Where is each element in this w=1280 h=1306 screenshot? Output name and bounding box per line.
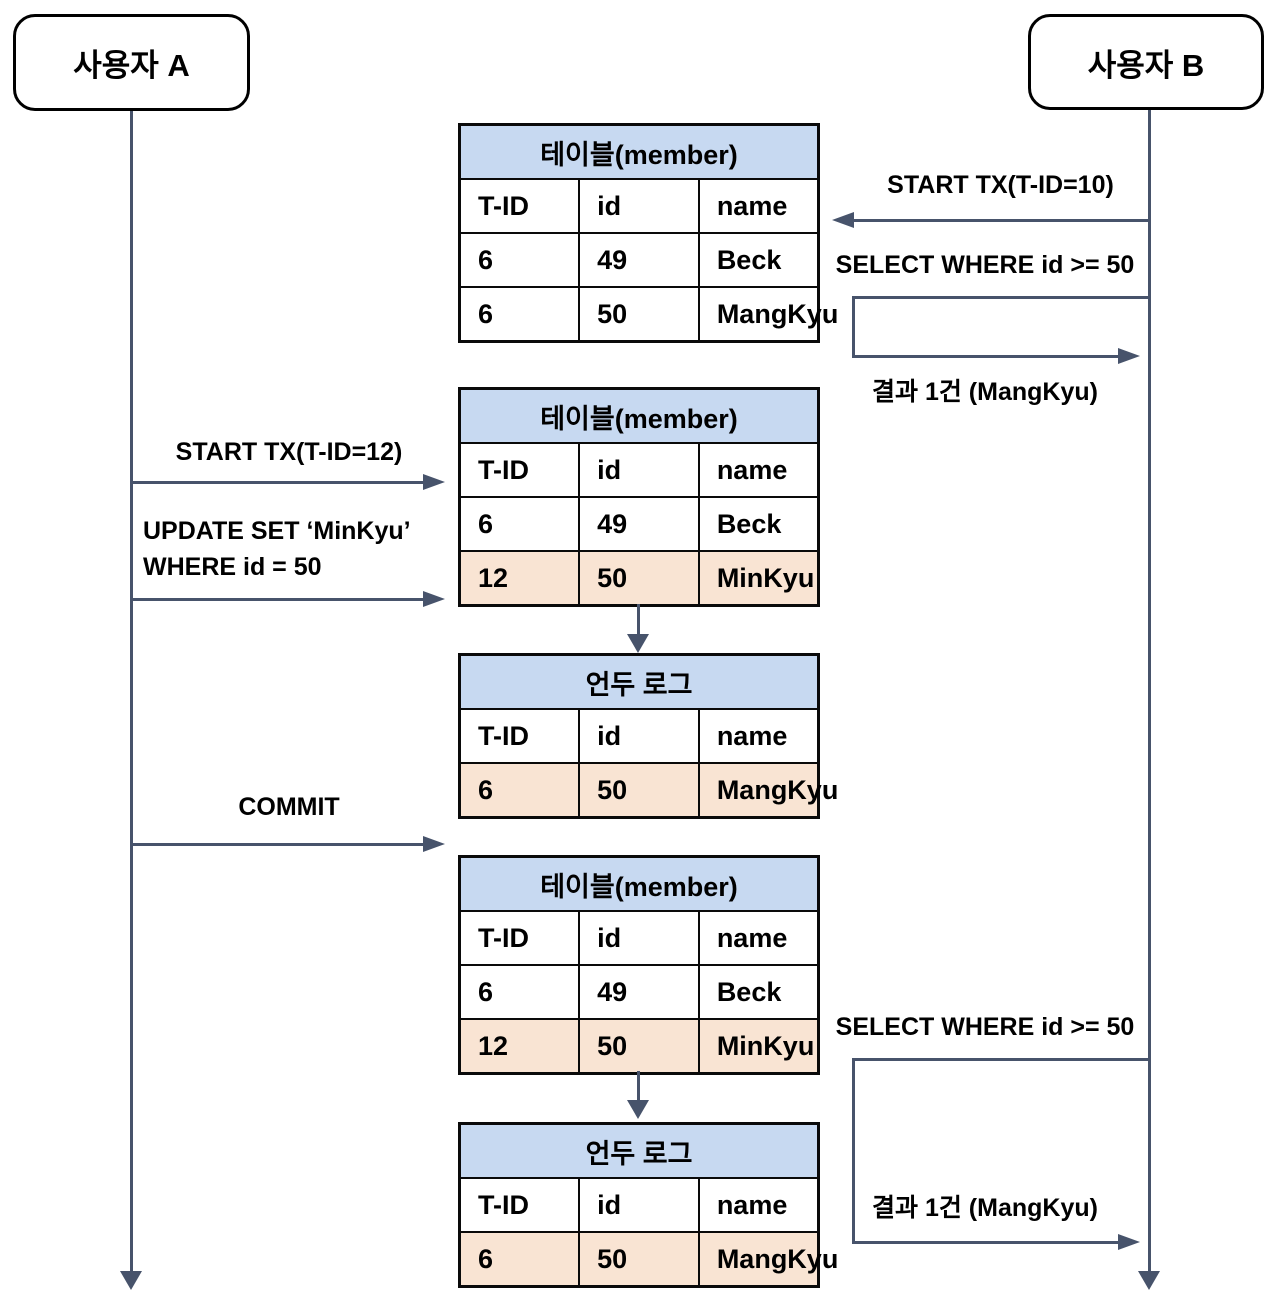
table-title: 테이블(member) (458, 387, 820, 444)
table-title: 언두 로그 (458, 1122, 820, 1179)
message-select-1: SELECT WHERE id >= 50 (835, 251, 1135, 279)
cell-name: MinKyu (697, 1018, 820, 1075)
actor-user-b: 사용자 B (1028, 14, 1264, 110)
col-header-tid: T-ID (458, 910, 581, 966)
col-header-id: id (578, 442, 700, 498)
column-header-row: T-ID id name (458, 708, 820, 764)
cell-id: 50 (578, 286, 700, 343)
col-header-name: name (697, 178, 820, 234)
lifeline-user-a (130, 111, 133, 1271)
message-start-tx-a: START TX(T-ID=12) (175, 438, 403, 466)
cell-id: 49 (578, 496, 700, 552)
cell-name: MangKyu (697, 762, 838, 819)
cell-name: MinKyu (697, 550, 820, 607)
table-row: 6 50 MangKyu (458, 286, 838, 343)
undo-log-table-2: 언두 로그 T-ID id name 6 50 MangKyu (458, 1122, 838, 1288)
bracket-return-line (852, 1241, 1118, 1244)
col-header-tid: T-ID (458, 708, 581, 764)
lifeline-user-a-arrowhead-icon (120, 1271, 142, 1290)
col-header-id: id (578, 910, 700, 966)
table-member-1: 테이블(member) T-ID id name 6 49 Beck 6 50 … (458, 123, 838, 343)
cell-tid: 6 (458, 286, 581, 343)
col-header-tid: T-ID (458, 178, 581, 234)
cell-id: 50 (578, 1018, 700, 1075)
table-row: 6 49 Beck (458, 232, 820, 288)
arrow-start-tx-a-arrowhead-icon (423, 474, 445, 490)
arrow-commit (133, 843, 425, 846)
bracket-top-line (852, 1058, 1149, 1061)
undo-log-table-1: 언두 로그 T-ID id name 6 50 MangKyu (458, 653, 838, 819)
cell-name: Beck (697, 232, 820, 288)
arrow-start-tx-a (133, 481, 425, 484)
table-row: 6 49 Beck (458, 496, 820, 552)
col-header-id: id (578, 1177, 700, 1233)
message-result-2: 결과 1건 (MangKyu) (872, 1194, 1098, 1222)
actor-user-b-label: 사용자 B (1087, 47, 1205, 83)
actor-user-a: 사용자 A (13, 14, 250, 111)
col-header-name: name (697, 1177, 820, 1233)
arrow-update (133, 598, 425, 601)
bracket-top-line (852, 296, 1149, 299)
col-header-name: name (697, 442, 820, 498)
message-commit: COMMIT (238, 793, 340, 821)
down-arrow-2-arrowhead-icon (627, 1100, 649, 1119)
cell-name: Beck (697, 496, 820, 552)
message-select-2: SELECT WHERE id >= 50 (835, 1013, 1135, 1041)
arrow-start-tx-b (850, 219, 1148, 222)
col-header-tid: T-ID (458, 442, 581, 498)
down-arrow-1 (637, 604, 640, 635)
column-header-row: T-ID id name (458, 442, 820, 498)
col-header-name: name (697, 910, 820, 966)
cell-tid: 6 (458, 762, 581, 819)
cell-id: 50 (578, 550, 700, 607)
down-arrow-1-arrowhead-icon (627, 634, 649, 653)
col-header-id: id (578, 178, 700, 234)
cell-tid: 12 (458, 1018, 581, 1075)
table-row-highlighted: 6 50 MangKyu (458, 762, 838, 819)
table-row-highlighted: 12 50 MinKyu (458, 1018, 820, 1075)
message-result-1: 결과 1건 (MangKyu) (872, 378, 1098, 406)
column-header-row: T-ID id name (458, 1177, 820, 1233)
arrow-update-arrowhead-icon (423, 591, 445, 607)
bracket-return-arrowhead-icon (1118, 348, 1140, 364)
bracket-return-line (852, 355, 1118, 358)
arrow-start-tx-b-arrowhead-icon (832, 212, 854, 228)
cell-name: MangKyu (697, 286, 838, 343)
col-header-id: id (578, 708, 700, 764)
table-row-highlighted: 6 50 MangKyu (458, 1231, 838, 1288)
cell-name: Beck (697, 964, 820, 1020)
col-header-tid: T-ID (458, 1177, 581, 1233)
table-title: 언두 로그 (458, 653, 820, 710)
cell-tid: 6 (458, 496, 581, 552)
arrow-commit-arrowhead-icon (423, 836, 445, 852)
lifeline-user-b (1148, 110, 1151, 1271)
column-header-row: T-ID id name (458, 178, 820, 234)
table-title: 테이블(member) (458, 855, 820, 912)
cell-tid: 6 (458, 232, 581, 288)
lifeline-user-b-arrowhead-icon (1138, 1271, 1160, 1290)
message-update-line2: WHERE id = 50 (143, 553, 322, 581)
table-member-2: 테이블(member) T-ID id name 6 49 Beck 12 50… (458, 387, 820, 607)
down-arrow-2 (637, 1071, 640, 1101)
bracket-left-line (852, 296, 855, 357)
cell-id: 50 (578, 762, 700, 819)
cell-tid: 12 (458, 550, 581, 607)
table-row: 6 49 Beck (458, 964, 820, 1020)
table-member-3: 테이블(member) T-ID id name 6 49 Beck 12 50… (458, 855, 820, 1075)
bracket-return-arrowhead-icon (1118, 1234, 1140, 1250)
cell-id: 49 (578, 964, 700, 1020)
col-header-name: name (697, 708, 820, 764)
message-update-line1: UPDATE SET ‘MinKyu’ (143, 517, 411, 545)
cell-name: MangKyu (697, 1231, 838, 1288)
table-title: 테이블(member) (458, 123, 820, 180)
actor-user-a-label: 사용자 A (73, 48, 190, 83)
cell-tid: 6 (458, 964, 581, 1020)
message-start-tx-b: START TX(T-ID=10) (887, 171, 1114, 199)
column-header-row: T-ID id name (458, 910, 820, 966)
table-row-highlighted: 12 50 MinKyu (458, 550, 820, 607)
cell-tid: 6 (458, 1231, 581, 1288)
cell-id: 49 (578, 232, 700, 288)
bracket-left-line (852, 1058, 855, 1243)
cell-id: 50 (578, 1231, 700, 1288)
